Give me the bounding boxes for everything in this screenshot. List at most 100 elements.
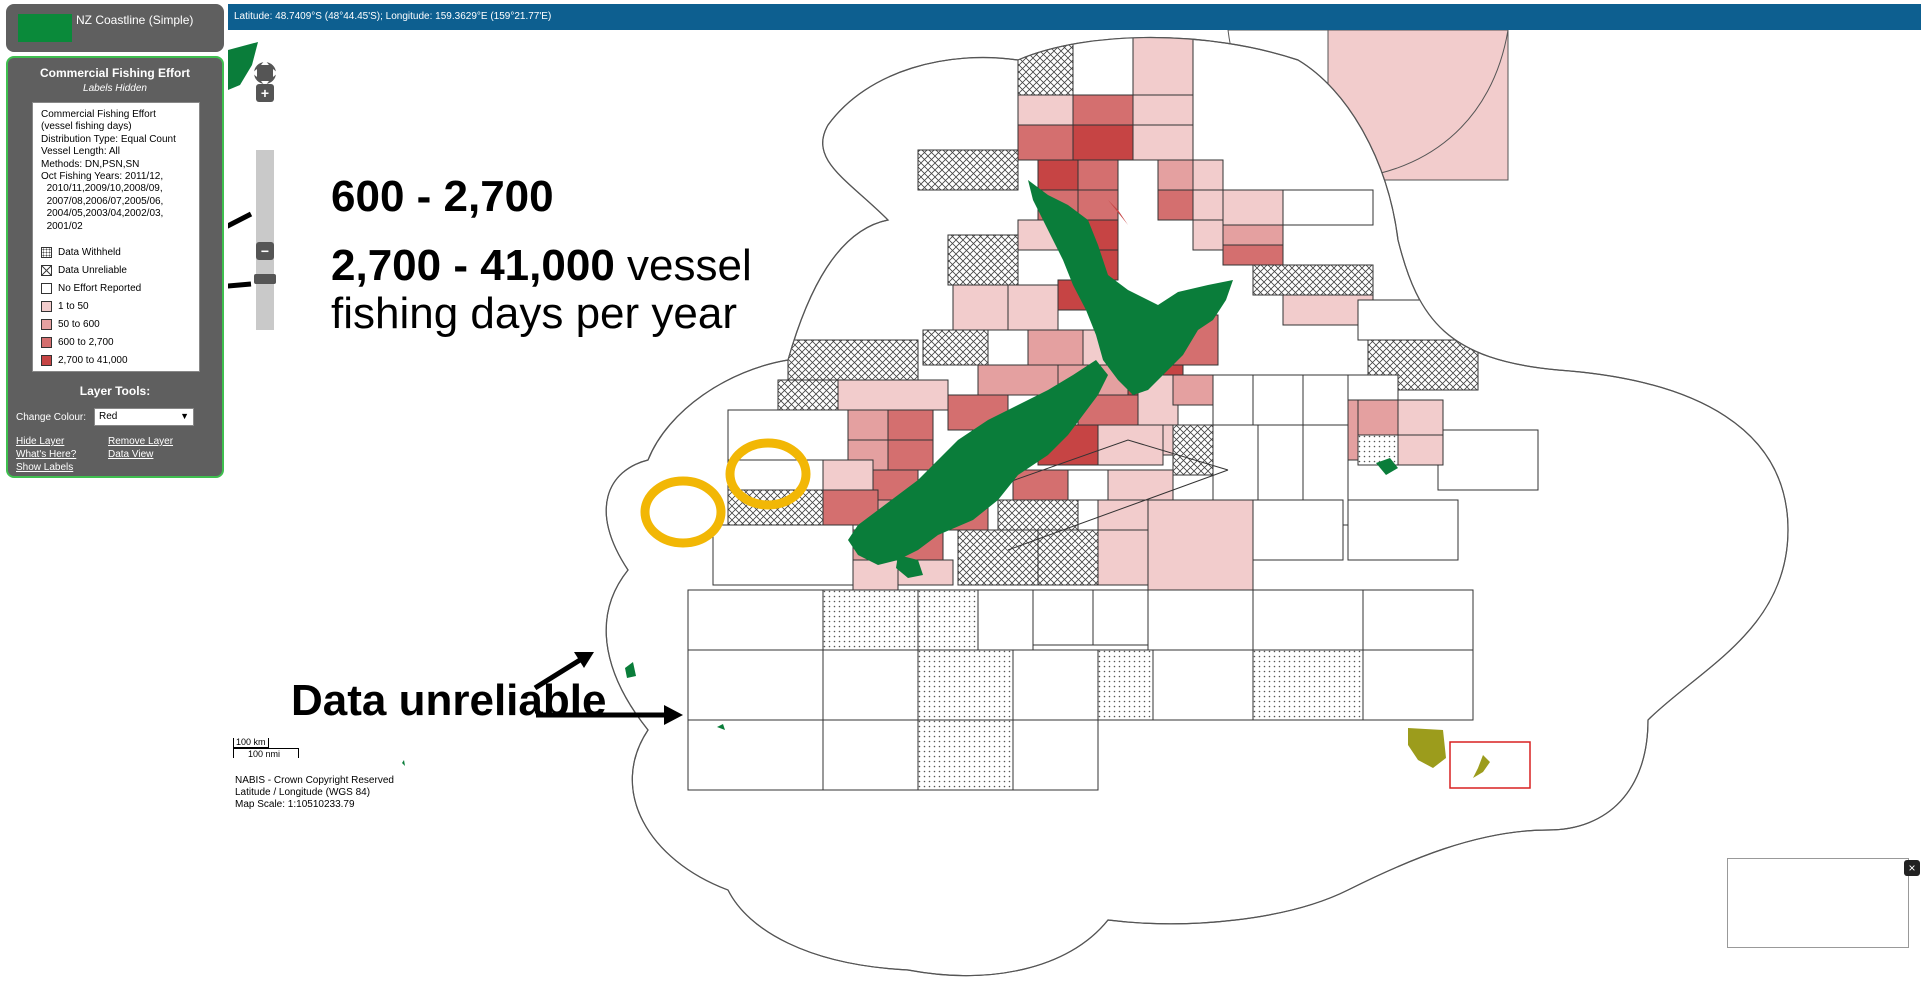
show-labels-link[interactable]: Show Labels xyxy=(16,462,74,473)
map-canvas[interactable]: + − 600 - 2,700 2,700 - 41,000 vessel fi… xyxy=(228,30,1921,989)
nz-landmass xyxy=(228,42,1398,766)
fishing-grid-cell xyxy=(887,439,934,471)
fishing-grid-cell xyxy=(1302,374,1349,426)
map-svg[interactable] xyxy=(228,30,1921,989)
fishing-grid-cell xyxy=(687,649,824,721)
colour-select-value: Red xyxy=(99,411,118,422)
legend-item: Data Unreliable xyxy=(41,261,191,279)
sidebar: NZ Coastline (Simple) Commercial Fishing… xyxy=(0,0,228,989)
fishing-grid-cell xyxy=(1147,499,1254,591)
footer-copyright: NABIS - Crown Copyright Reserved xyxy=(235,775,394,786)
fishing-grid-cell xyxy=(1397,434,1444,466)
whats-here-link[interactable]: What's Here? xyxy=(16,449,77,460)
fishing-grid-cell xyxy=(977,364,1059,396)
legend-label: 1 to 50 xyxy=(58,300,89,312)
fishing-grid-cell xyxy=(917,719,1014,791)
pan-control[interactable] xyxy=(248,56,282,90)
footer-map-scale: Map Scale: 1:10510233.79 xyxy=(235,799,355,810)
legend-item: 1 to 50 xyxy=(41,297,191,315)
fishing-grid-cell xyxy=(957,529,1039,586)
legend-label: Data Unreliable xyxy=(58,264,127,276)
fishing-grid-cell xyxy=(822,719,919,791)
layer-tools-title: Layer Tools: xyxy=(79,384,151,398)
fishing-grid-cell xyxy=(1007,284,1059,331)
fishing-grid-cell xyxy=(1222,189,1284,226)
fishing-grid-cell xyxy=(1282,189,1374,226)
scale-bar: 100 km 100 nmi xyxy=(233,737,299,759)
highlight-circles xyxy=(640,438,811,548)
legend-label: 600 to 2,700 xyxy=(58,336,114,348)
zoom-slider-track[interactable] xyxy=(256,150,274,330)
fishing-grid-cell xyxy=(987,329,1029,366)
zoom-slider-handle[interactable] xyxy=(254,274,276,284)
fishing-grid-cell xyxy=(1222,224,1284,246)
legend-description: Commercial Fishing Effort (vessel fishin… xyxy=(41,109,176,232)
chevron-down-icon: ▼ xyxy=(180,411,189,421)
hide-layer-link[interactable]: Hide Layer xyxy=(16,436,65,447)
layer-tile-nz-coastline[interactable]: NZ Coastline (Simple) xyxy=(6,4,224,52)
fishing-grid-cell xyxy=(1157,159,1194,191)
legend-label: Data Withheld xyxy=(58,246,121,258)
legend-swatch xyxy=(41,318,52,330)
fishing-grid-cell xyxy=(712,524,854,586)
fishing-grid-cell xyxy=(687,719,824,791)
fishing-grid-cell xyxy=(1172,374,1214,406)
fishing-grid-cell xyxy=(917,649,1014,721)
fishing-grid-cell xyxy=(922,329,989,366)
fishing-grid-cell xyxy=(1347,499,1459,561)
legend-item: 600 to 2,700 xyxy=(41,333,191,351)
fishing-grid-cell xyxy=(1072,94,1134,126)
fishing-grid-cell xyxy=(1092,589,1149,646)
data-view-link[interactable]: Data View xyxy=(108,449,154,460)
change-colour-label: Change Colour: xyxy=(16,412,87,423)
fishing-grid-cell xyxy=(1132,37,1194,96)
fishing-grid-cell xyxy=(917,589,979,651)
fishing-grid-cell xyxy=(1012,719,1099,791)
fishing-grid-cell xyxy=(1152,649,1254,721)
area-boundary-line xyxy=(957,439,1229,551)
scale-nmi-label: 100 nmi xyxy=(248,749,281,759)
fishing-grid-cell xyxy=(1037,159,1079,191)
fishing-grid-cell xyxy=(1172,424,1214,476)
overview-map xyxy=(1408,728,1531,789)
fishing-grid-cell xyxy=(1157,189,1194,221)
fishing-grid-cell xyxy=(1437,429,1539,491)
zoom-in-button[interactable]: + xyxy=(256,84,274,102)
fishing-grid-cell xyxy=(822,459,874,491)
remove-layer-link[interactable]: Remove Layer xyxy=(108,436,174,447)
fishing-grid-cell xyxy=(787,339,919,381)
fishing-grid-cell xyxy=(822,589,919,651)
fishing-grid-cell xyxy=(1012,649,1099,721)
legend-swatch xyxy=(41,246,52,258)
fishing-grid-cell xyxy=(997,499,1079,531)
zoom-out-button[interactable]: − xyxy=(256,242,274,260)
annotation-range-mid: 600 - 2,700 xyxy=(331,172,554,221)
annotation-data-unreliable: Data unreliable xyxy=(291,676,607,725)
fishing-grid-cell xyxy=(727,459,829,491)
fishing-grid-cell xyxy=(687,589,824,651)
fishing-grid-cell xyxy=(1362,649,1474,721)
fishing-grid-cell xyxy=(1252,499,1344,561)
annotation-range-high: 2,700 - 41,000 vessel fishing days per y… xyxy=(331,242,752,338)
coordinate-bar: Latitude: 48.7409°S (48°44.45'S); Longit… xyxy=(228,4,1921,30)
fishing-grid-cell xyxy=(777,379,839,411)
coordinate-readout: Latitude: 48.7409°S (48°44.45'S); Longit… xyxy=(234,11,552,22)
legend-item: No Effort Reported xyxy=(41,279,191,297)
fishing-grid-cell xyxy=(1107,469,1174,501)
fishing-grid-cell xyxy=(947,234,1019,286)
fishing-grid-cell xyxy=(1362,589,1474,651)
legend-label: No Effort Reported xyxy=(58,282,142,294)
fishing-grid-cell xyxy=(837,379,949,411)
fishing-grid-cell xyxy=(1147,589,1254,651)
colour-select[interactable]: Red ▼ xyxy=(94,408,194,426)
legend-item: 2,700 to 41,000 xyxy=(41,351,191,369)
close-icon[interactable]: × xyxy=(1904,860,1920,876)
fishing-grid-cell xyxy=(1252,589,1364,651)
annotation-range-high-bold: 2,700 - 41,000 xyxy=(331,241,615,290)
panel-subtitle: Labels Hidden xyxy=(83,83,147,94)
overview-map-frame[interactable] xyxy=(1727,858,1909,948)
fishing-grid-cell xyxy=(1132,124,1194,161)
fishing-grid-cell xyxy=(1357,299,1469,341)
fishing-grid-cell xyxy=(1067,469,1109,501)
layer-panel: Commercial Fishing Effort Labels Hidden … xyxy=(6,56,224,478)
